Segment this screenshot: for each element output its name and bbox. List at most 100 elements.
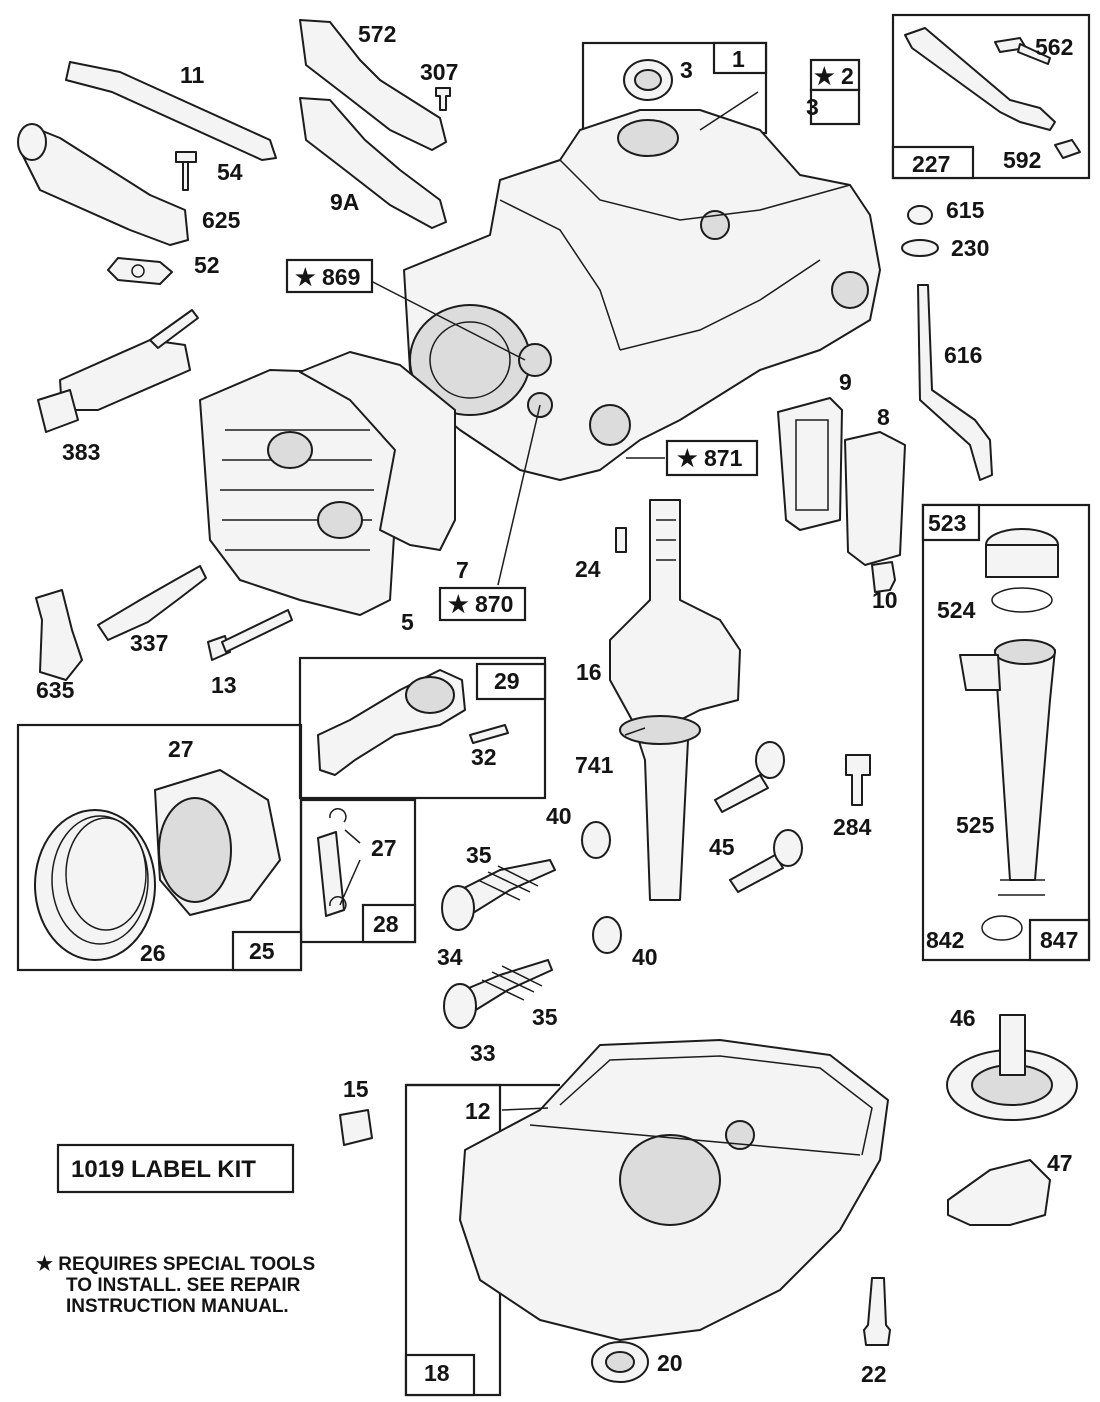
cylinder-head-drawing bbox=[199, 369, 401, 616]
part-drawings bbox=[17, 19, 1081, 1383]
note-line-1: ★ REQUIRES SPECIAL TOOLS bbox=[36, 1254, 315, 1275]
part-labels: 11 54 625 52 383 572 307 9A 3 1 ★ 2 3 22… bbox=[36, 21, 1078, 1387]
frame-pin-kit bbox=[299, 798, 417, 944]
label-523: 523 bbox=[928, 510, 966, 536]
piston-pin-drawing bbox=[317, 808, 347, 917]
label-star-2: ★ 2 bbox=[814, 63, 854, 89]
label-524: 524 bbox=[937, 597, 976, 623]
label-12: 12 bbox=[465, 1098, 491, 1124]
label-5: 5 bbox=[401, 609, 414, 635]
spark-plug-drawing bbox=[35, 565, 293, 681]
label-337: 337 bbox=[130, 630, 168, 656]
oil-seal-top-drawing bbox=[623, 59, 673, 101]
label-34: 34 bbox=[437, 944, 463, 970]
piston-drawing bbox=[34, 769, 281, 961]
crank-key-drawing bbox=[615, 527, 627, 553]
label-25: 25 bbox=[249, 938, 275, 964]
label-13: 13 bbox=[211, 672, 237, 698]
label-kit-title: 1019 LABEL KIT bbox=[71, 1156, 256, 1183]
breather-assembly-drawing bbox=[17, 123, 197, 285]
label-40-lower: 40 bbox=[632, 944, 658, 970]
label-35-upper: 35 bbox=[466, 842, 492, 868]
label-616: 616 bbox=[944, 342, 982, 368]
frame-camshaft-kit bbox=[891, 13, 1091, 180]
label-22: 22 bbox=[861, 1361, 887, 1387]
label-9a: 9A bbox=[330, 189, 359, 215]
cap-15-drawing bbox=[339, 1109, 373, 1146]
breather-tube-drawing bbox=[65, 61, 277, 161]
label-562: 562 bbox=[1035, 34, 1073, 60]
breather-cover-drawing bbox=[777, 397, 906, 566]
label-18: 18 bbox=[424, 1360, 450, 1386]
label-24: 24 bbox=[575, 556, 601, 582]
label-32: 32 bbox=[471, 744, 497, 770]
label-40-upper: 40 bbox=[546, 803, 572, 829]
label-572: 572 bbox=[358, 21, 396, 47]
label-741: 741 bbox=[575, 752, 614, 778]
label-54: 54 bbox=[217, 159, 243, 185]
note-line-2: TO INSTALL. SEE REPAIR bbox=[66, 1275, 301, 1296]
label-26: 26 bbox=[140, 940, 166, 966]
oil-seal-bottom-drawing bbox=[591, 1341, 649, 1383]
label-35-lower: 35 bbox=[532, 1004, 558, 1030]
bolt-307-drawing bbox=[435, 87, 451, 111]
label-33: 33 bbox=[470, 1040, 496, 1066]
label-27-piston: 27 bbox=[168, 736, 194, 762]
label-45: 45 bbox=[709, 834, 735, 860]
valve-spring-drawing bbox=[441, 859, 556, 1029]
label-29: 29 bbox=[494, 668, 520, 694]
governor-shaft-drawing bbox=[947, 1159, 1051, 1226]
label-star-870: ★ 870 bbox=[448, 591, 513, 617]
valve-keeper-drawing bbox=[581, 821, 622, 954]
label-46: 46 bbox=[950, 1005, 976, 1031]
label-28: 28 bbox=[373, 911, 399, 937]
label-525: 525 bbox=[956, 812, 995, 838]
label-9: 9 bbox=[839, 369, 852, 395]
bolt-22-drawing bbox=[863, 1277, 891, 1346]
label-383: 383 bbox=[62, 439, 100, 465]
label-7: 7 bbox=[456, 557, 469, 583]
governor-gear-drawing bbox=[946, 1014, 1078, 1121]
label-842: 842 bbox=[926, 927, 964, 953]
label-8: 8 bbox=[877, 404, 890, 430]
label-15: 15 bbox=[343, 1076, 369, 1102]
valve-tappet-drawing bbox=[714, 741, 803, 893]
leader-lines bbox=[339, 91, 759, 1111]
fuel-line-drawing bbox=[37, 309, 199, 433]
plug-284-drawing bbox=[845, 754, 871, 806]
crankshaft-drawing bbox=[609, 499, 741, 901]
label-625: 625 bbox=[202, 207, 241, 233]
label-47: 47 bbox=[1047, 1150, 1073, 1176]
label-star-869: ★ 869 bbox=[295, 264, 360, 290]
label-847: 847 bbox=[1040, 927, 1078, 953]
connecting-rod-drawing bbox=[317, 669, 509, 776]
note-line-3: INSTRUCTION MANUAL. bbox=[66, 1296, 289, 1317]
frame-dipstick-tube-assembly bbox=[921, 503, 1091, 962]
label-615: 615 bbox=[946, 197, 985, 223]
label-592: 592 bbox=[1003, 147, 1041, 173]
label-27-pin: 27 bbox=[371, 835, 397, 861]
label-635: 635 bbox=[36, 677, 75, 703]
head-gasket-drawing bbox=[299, 351, 456, 551]
label-307: 307 bbox=[420, 59, 458, 85]
carburetor-gasket-drawing bbox=[299, 97, 447, 229]
label-227: 227 bbox=[912, 151, 950, 177]
grommet-washer-drawing bbox=[901, 205, 939, 257]
label-10: 10 bbox=[872, 587, 898, 613]
dipstick-616-drawing bbox=[917, 284, 993, 481]
governor-lever-drawing bbox=[904, 27, 1081, 159]
cylinder-block-drawing bbox=[403, 109, 881, 481]
label-52: 52 bbox=[194, 252, 220, 278]
label-1: 1 bbox=[732, 46, 745, 72]
tag-boxes bbox=[56, 41, 1091, 1397]
label-284: 284 bbox=[833, 814, 872, 840]
label-11: 11 bbox=[180, 62, 205, 88]
drain-plug-drawing bbox=[871, 561, 896, 593]
sump-drawing bbox=[459, 1039, 889, 1341]
label-star-871: ★ 871 bbox=[677, 445, 743, 471]
label-3-seal: 3 bbox=[680, 57, 693, 83]
label-230: 230 bbox=[951, 235, 989, 261]
label-20: 20 bbox=[657, 1350, 683, 1376]
label-16: 16 bbox=[576, 659, 602, 685]
